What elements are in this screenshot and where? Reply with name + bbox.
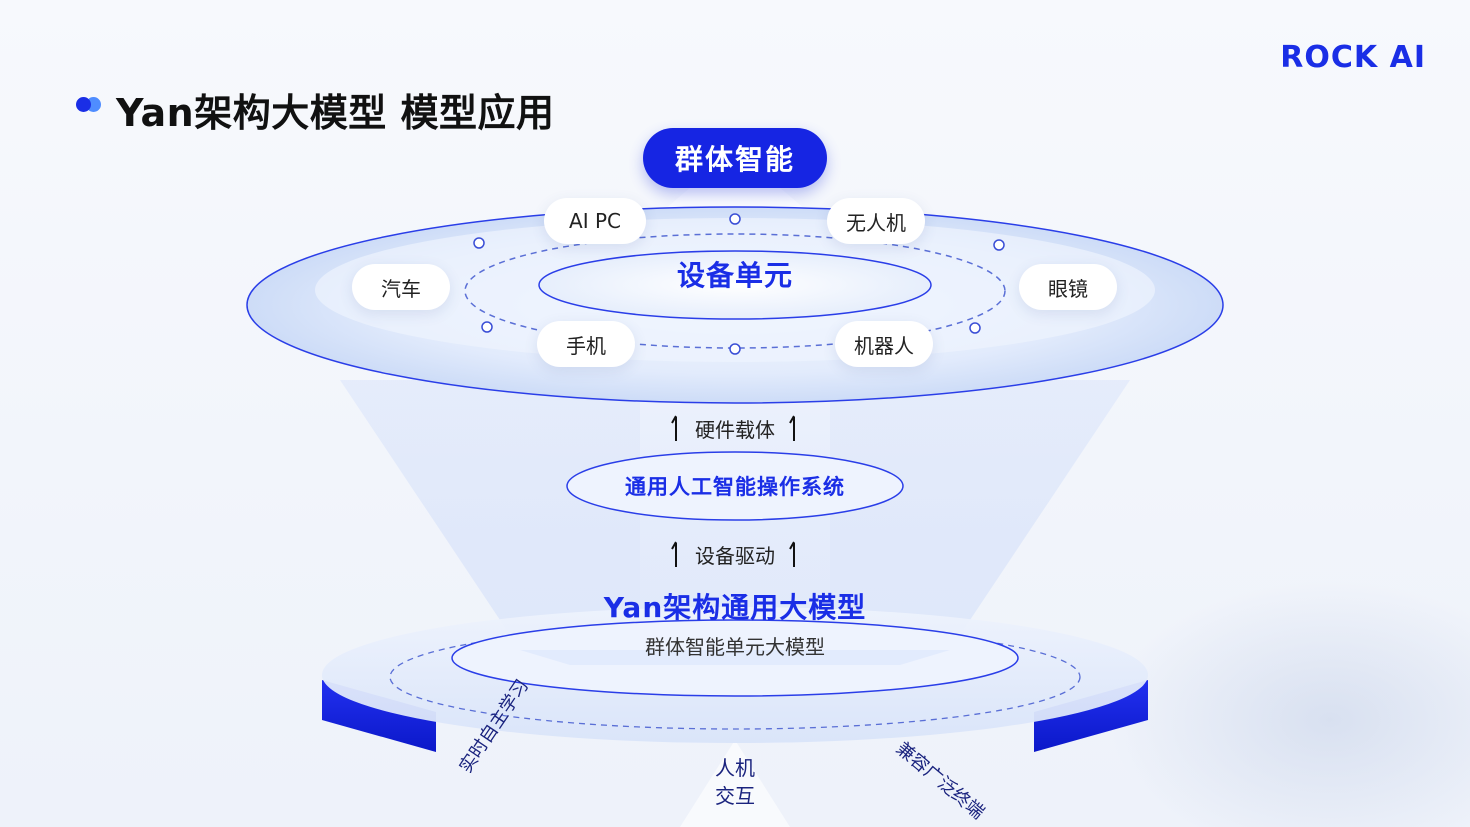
hardware-carrier-label: 硬件载体	[695, 417, 775, 442]
swarm-intelligence-pill: 群体智能	[643, 128, 827, 188]
hardware-carrier-arrow: 硬件载体	[670, 413, 800, 443]
arrow-up-icon	[789, 541, 795, 567]
device-driver-label: 设备驱动	[695, 543, 775, 568]
rockai-logo: ROCK AI	[1280, 40, 1426, 75]
feature-interaction-line2: 交互	[715, 784, 755, 808]
feature-human-machine-interaction: 人机 交互	[715, 754, 755, 810]
arrow-up-icon	[789, 415, 795, 441]
model-title: Yan架构通用大模型	[603, 591, 867, 624]
agi-os-label: 通用人工智能操作系统	[625, 475, 845, 499]
device-driver-arrow: 设备驱动	[670, 539, 800, 569]
device-unit-label: 设备单元	[676, 259, 794, 292]
device-chip-phone: 手机	[537, 321, 635, 367]
device-chip-drone: 无人机	[827, 198, 925, 244]
device-chip-glasses: 眼镜	[1019, 264, 1117, 310]
arrow-up-icon	[671, 541, 677, 567]
device-chip-ai-pc: AI PC	[544, 198, 646, 244]
arrow-up-icon	[671, 415, 677, 441]
device-chip-robot: 机器人	[835, 321, 933, 367]
model-subtitle: 群体智能单元大模型	[645, 635, 825, 659]
page-title: Yan架构大模型 模型应用	[116, 91, 555, 135]
device-chip-car: 汽车	[352, 264, 450, 310]
feature-interaction-line1: 人机	[715, 756, 755, 780]
title-bullet-icon	[76, 96, 106, 114]
